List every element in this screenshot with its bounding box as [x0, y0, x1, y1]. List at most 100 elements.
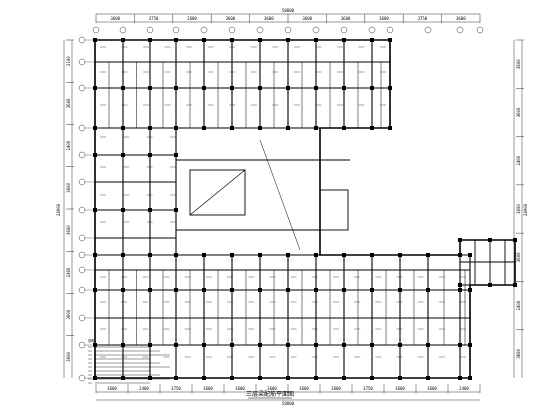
column: [121, 208, 125, 212]
column: [148, 126, 152, 130]
dim-segment: 3600: [203, 386, 213, 391]
dim-segment: 3750: [149, 16, 159, 21]
dim-segment: 3600: [264, 16, 274, 21]
column: [121, 288, 125, 292]
column: [468, 288, 472, 292]
grid-axis-bubble: [368, 26, 376, 34]
dim-segment: 3600: [235, 386, 245, 391]
column: [174, 253, 178, 257]
column: [230, 343, 234, 347]
dim-segment: 3600: [516, 107, 521, 117]
column: [468, 343, 472, 347]
column: [258, 253, 262, 257]
column: [286, 376, 290, 380]
stair-opening: [189, 169, 246, 216]
column: [468, 253, 472, 257]
column: [174, 376, 178, 380]
axis-markers: [78, 26, 484, 382]
dim-segment: 2100: [66, 56, 71, 66]
leader-line: [259, 139, 301, 251]
column: [121, 376, 125, 380]
column: [121, 86, 125, 90]
column: [148, 376, 152, 380]
column: [258, 343, 262, 347]
column: [148, 253, 152, 257]
dim-segment: 3600: [66, 225, 71, 235]
column: [230, 288, 234, 292]
grid-axis-bubble: [424, 26, 432, 34]
column: [342, 253, 346, 257]
column: [388, 38, 392, 42]
dim-segment: 3600: [427, 386, 437, 391]
right-overall-dim: 24900: [523, 203, 528, 216]
column: [426, 288, 430, 292]
column: [174, 288, 178, 292]
column: [202, 126, 206, 130]
column: [314, 253, 318, 257]
column: [458, 253, 462, 257]
general-notes: 说明: [88, 338, 170, 384]
column: [488, 283, 492, 287]
dim-segment: 3600: [299, 386, 309, 391]
dim-segment: 3600: [341, 16, 351, 21]
column: [202, 86, 206, 90]
dim-segment: 3600: [66, 351, 71, 361]
column: [342, 126, 346, 130]
column: [121, 343, 125, 347]
column: [121, 38, 125, 42]
column: [314, 126, 318, 130]
column: [426, 343, 430, 347]
column: [458, 288, 462, 292]
column: [488, 238, 492, 242]
column: [258, 86, 262, 90]
column: [370, 288, 374, 292]
dim-segment: 3600: [110, 16, 120, 21]
dim-segment: 3600: [226, 16, 236, 21]
column: [121, 126, 125, 130]
column: [174, 343, 178, 347]
column: [230, 86, 234, 90]
column: [230, 253, 234, 257]
notes-heading: 说明: [88, 338, 94, 343]
column: [342, 86, 346, 90]
column: [370, 126, 374, 130]
grid-axis-bubble: [256, 26, 264, 34]
column: [230, 38, 234, 42]
column: [314, 288, 318, 292]
column: [121, 253, 125, 257]
dim-segment: 2400: [139, 386, 149, 391]
column: [202, 376, 206, 380]
column: [458, 283, 462, 287]
column: [342, 288, 346, 292]
column: [286, 343, 290, 347]
column: [174, 126, 178, 130]
column: [148, 153, 152, 157]
column: [458, 238, 462, 242]
column: [314, 86, 318, 90]
column: [258, 126, 262, 130]
column: [202, 253, 206, 257]
grid-axis-bubble: [476, 26, 484, 34]
column: [388, 126, 392, 130]
column: [370, 38, 374, 42]
dim-segment: 3600: [66, 98, 71, 108]
column: [314, 376, 318, 380]
dim-segment: 3600: [516, 252, 521, 262]
dim-segment: 3600: [516, 204, 521, 214]
column: [342, 376, 346, 380]
column: [148, 208, 152, 212]
column: [388, 86, 392, 90]
dim-segment: 2400: [516, 300, 521, 310]
column: [174, 86, 178, 90]
grid-axis-bubble: [228, 26, 236, 34]
column: [258, 376, 262, 380]
dim-segment: 3600: [379, 16, 389, 21]
column: [148, 288, 152, 292]
dim-segment: 2400: [516, 155, 521, 165]
grid-axis-bubble: [200, 26, 208, 34]
